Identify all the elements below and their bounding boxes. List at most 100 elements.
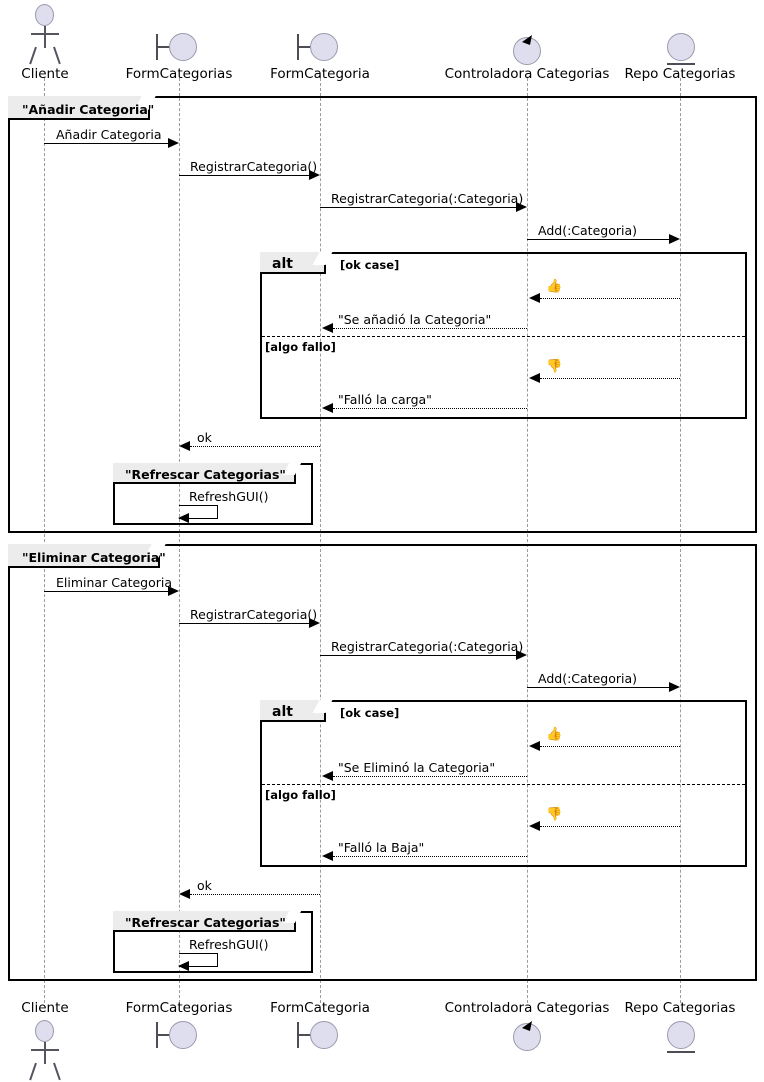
fragment-anadir-categoria [8, 96, 757, 533]
actor-stick-figure-icon [24, 1020, 66, 1081]
lifeline-cliente [44, 78, 45, 1003]
message-label: "Falló la carga" [338, 392, 432, 407]
message-arrow [179, 175, 309, 176]
message-arrow [179, 623, 309, 624]
message-label: Add(:Categoria) [538, 671, 637, 686]
arrowhead-right-icon [669, 234, 680, 244]
actor-stick-figure-icon [24, 4, 66, 65]
message-arrow [527, 687, 669, 688]
arrowhead-left-icon [322, 771, 333, 781]
message-label: "Se Eliminó la Categoria" [338, 760, 496, 775]
arrowhead-left-icon [529, 821, 540, 831]
message-label: Eliminar Categoria [56, 575, 173, 590]
footer-participant-label-repo: Repo Categorias [624, 1000, 736, 1016]
footer-participant-label-formcategorias: FormCategorias [125, 1000, 233, 1016]
lifeline-controladora [527, 78, 528, 1003]
message-arrow [527, 239, 669, 240]
fragment-eliminar-label: "Eliminar Categoria" [22, 550, 166, 565]
message-return-arrow [540, 746, 680, 747]
thumbs-down-icon: 👎 [546, 807, 563, 822]
self-message-loop [179, 953, 218, 967]
message-label: "Se añadió la Categoria" [338, 312, 492, 327]
message-arrow [44, 143, 168, 144]
alt-branch-divider [262, 336, 745, 337]
alt-guard-label: [ok case] [340, 706, 400, 720]
participant-label-controladora: Controladora Categorias [444, 66, 610, 82]
boundary-icon [297, 1020, 345, 1052]
arrowhead-left-icon [179, 441, 190, 451]
participant-label-repo: Repo Categorias [624, 66, 736, 82]
arrowhead-left-icon [178, 513, 189, 523]
arrowhead-left-icon [322, 403, 333, 413]
boundary-icon [156, 32, 204, 64]
arrowhead-left-icon [322, 851, 333, 861]
alt-operator-label: alt [272, 704, 293, 720]
message-arrow [44, 591, 168, 592]
thumbs-up-icon: 👍 [546, 279, 563, 294]
arrowhead-left-icon [179, 889, 190, 899]
boundary-icon [297, 32, 345, 64]
message-return-arrow [540, 378, 680, 379]
message-label: ok [197, 878, 212, 893]
footer-participant-label-formcategoria: FormCategoria [270, 1000, 370, 1016]
message-return-arrow [333, 328, 527, 329]
alt-guard-label: [algo fallo] [265, 788, 336, 802]
arrowhead-left-icon [178, 961, 189, 971]
message-label: RegistrarCategoria(:Categoria) [331, 191, 524, 206]
message-label: RegistrarCategoria() [190, 159, 318, 174]
self-message-label: RefreshGUI() [189, 937, 269, 952]
arrowhead-left-icon [529, 741, 540, 751]
arrowhead-right-icon [309, 170, 320, 180]
message-arrow [320, 655, 516, 656]
message-label: RegistrarCategoria() [190, 607, 318, 622]
participant-label-formcategoria: FormCategoria [270, 66, 370, 82]
message-label: Add(:Categoria) [538, 223, 637, 238]
arrowhead-right-icon [516, 202, 527, 212]
arrowhead-right-icon [168, 586, 179, 596]
message-label: ok [197, 430, 212, 445]
message-label: Añadir Categoria [56, 127, 162, 142]
message-return-arrow [190, 894, 320, 895]
message-return-arrow [190, 446, 320, 447]
message-return-arrow [540, 826, 680, 827]
boundary-icon [156, 1020, 204, 1052]
message-label: "Falló la Baja" [338, 840, 425, 855]
arrowhead-left-icon [322, 323, 333, 333]
control-icon [512, 32, 544, 66]
control-icon [512, 1018, 544, 1052]
arrowhead-left-icon [529, 373, 540, 383]
arrowhead-right-icon [168, 138, 179, 148]
alt-fragment-eliminar [260, 700, 747, 867]
thumbs-down-icon: 👎 [546, 359, 563, 374]
lifeline-repo [680, 78, 681, 1003]
footer-participant-label-controladora: Controladora Categorias [444, 1000, 610, 1016]
alt-operator-label: alt [272, 256, 293, 272]
thumbs-up-icon: 👍 [546, 727, 563, 742]
entity-icon [666, 1020, 698, 1056]
alt-fragment-anadir [260, 252, 747, 419]
entity-icon [666, 32, 698, 68]
message-return-arrow [540, 298, 680, 299]
fragment-anadir-label: "Añadir Categoria" [22, 102, 155, 117]
alt-guard-label: [algo fallo] [265, 340, 336, 354]
message-return-arrow [333, 856, 527, 857]
self-message-loop [179, 505, 218, 519]
arrowhead-right-icon [309, 618, 320, 628]
participant-label-cliente: Cliente [21, 66, 69, 82]
message-arrow [320, 207, 516, 208]
arrowhead-right-icon [669, 682, 680, 692]
lifeline-formcategoria [320, 78, 321, 1003]
lifeline-formcategorias [179, 78, 180, 1003]
message-label: RegistrarCategoria(:Categoria) [331, 639, 524, 654]
alt-guard-label: [ok case] [340, 258, 400, 272]
footer-participant-label-cliente: Cliente [21, 1000, 69, 1016]
message-return-arrow [333, 776, 527, 777]
message-return-arrow [333, 408, 527, 409]
fragment-refrescar-label: "Refrescar Categorias" [125, 915, 286, 930]
self-message-label: RefreshGUI() [189, 489, 269, 504]
participant-label-formcategorias: FormCategorias [125, 66, 233, 82]
fragment-eliminar-categoria [8, 544, 757, 981]
arrowhead-left-icon [529, 293, 540, 303]
alt-branch-divider [262, 784, 745, 785]
